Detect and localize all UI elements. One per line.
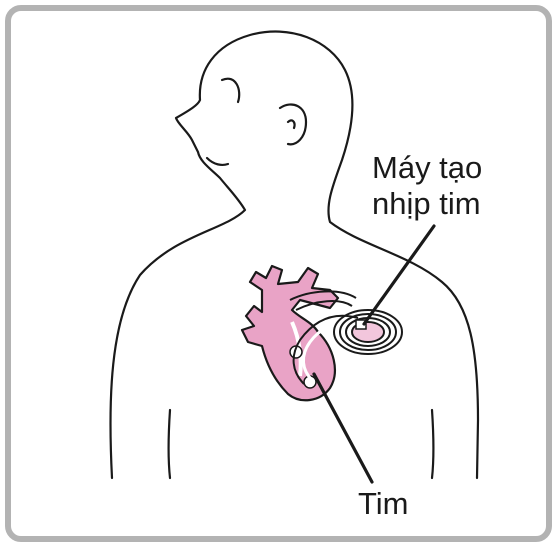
right-arm-line bbox=[432, 410, 434, 478]
pacemaker-label: Máy tạo nhịp tim bbox=[372, 150, 482, 222]
ear bbox=[280, 104, 306, 144]
ear-inner bbox=[288, 120, 295, 128]
pacemaker-label-line1: Máy tạo bbox=[372, 150, 482, 186]
heart-shape bbox=[242, 266, 338, 400]
heart-callout-line bbox=[314, 374, 372, 482]
left-arm-line bbox=[169, 410, 171, 478]
pacemaker-label-line2: nhịp tim bbox=[372, 186, 482, 222]
eye bbox=[222, 79, 239, 102]
pacemaker-callout-line bbox=[364, 226, 434, 324]
heart-label: Tim bbox=[358, 486, 409, 522]
body-outline bbox=[110, 32, 478, 478]
mouth bbox=[207, 158, 228, 165]
